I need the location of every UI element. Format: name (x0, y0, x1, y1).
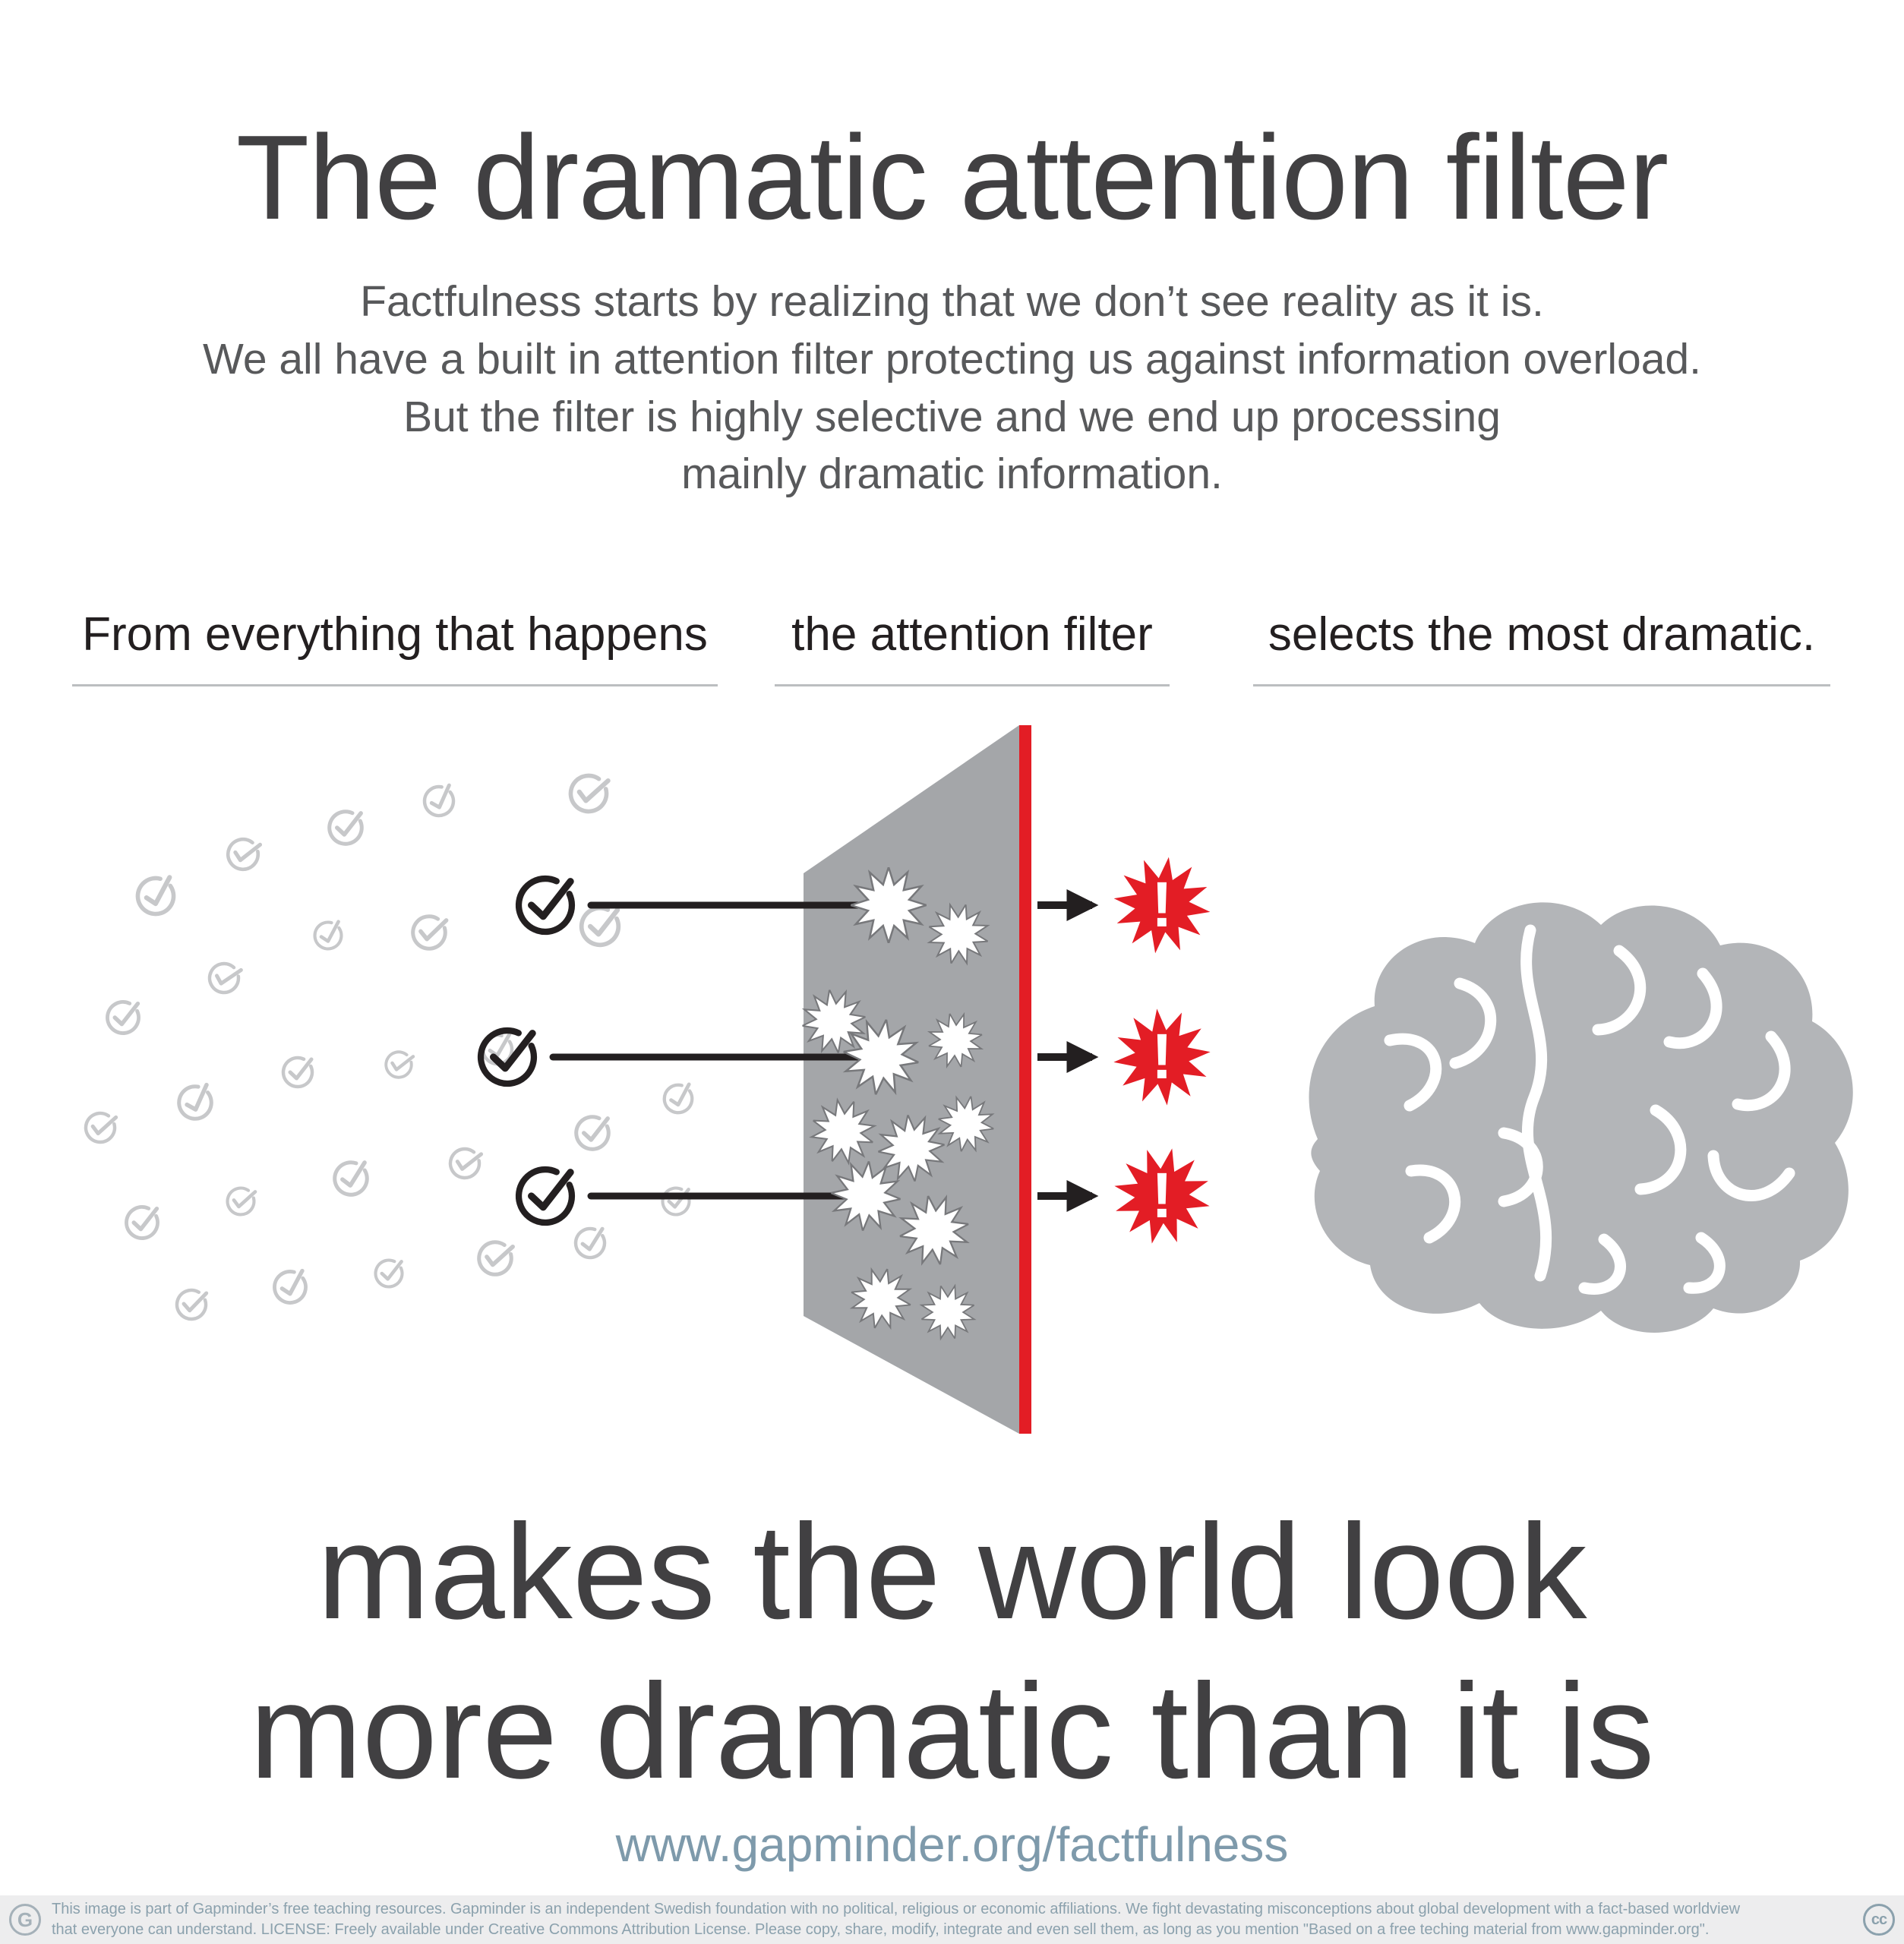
output-arrows (1037, 889, 1099, 1212)
license-text: This image is part of Gapminder’s free t… (52, 1899, 1852, 1940)
check-icon (519, 1169, 572, 1223)
check-icon (411, 914, 447, 951)
check-icon (574, 1227, 606, 1259)
label-everything-that-happens: From everything that happens (72, 608, 718, 686)
website-url[interactable]: www.gapminder.org/factfulness (615, 1817, 1289, 1872)
check-icon (107, 1002, 138, 1033)
label-selects-dramatic: selects the most dramatic. (1253, 608, 1830, 686)
intro-line: mainly dramatic information. (681, 450, 1223, 499)
check-icon (568, 773, 610, 815)
check-icon (84, 1111, 117, 1144)
check-icon (422, 784, 456, 819)
check-icon (519, 879, 572, 932)
license-line-1: This image is part of Gapminder’s free t… (52, 1901, 1741, 1917)
gapminder-logo-letter: G (17, 1908, 33, 1931)
license-line-2: that everyone can understand. LICENSE: F… (52, 1921, 1710, 1938)
check-icon (663, 1188, 690, 1215)
intro-line: We all have a built in attention filter … (203, 334, 1701, 383)
check-icon (333, 1161, 369, 1197)
check-icon (576, 1117, 609, 1150)
brain-body (1309, 902, 1853, 1333)
check-icon (447, 1146, 482, 1181)
check-icon (582, 908, 619, 945)
exclamation-text: ! (1151, 869, 1173, 940)
gapminder-logo-icon: G (9, 1904, 41, 1936)
page-title: The dramatic attention filter (235, 110, 1669, 245)
brain-icon (1309, 902, 1853, 1333)
check-icon (272, 1269, 308, 1305)
check-icon (225, 836, 261, 873)
conclusion-line-2: more dramatic than it is (249, 1655, 1655, 1807)
label-attention-filter: the attention filter (775, 608, 1170, 686)
check-icon (476, 1239, 513, 1277)
intro-line: Factfulness starts by realizing that we … (360, 277, 1544, 326)
intro-paragraph: Factfulness starts by realizing that we … (0, 273, 1904, 503)
check-icon (384, 1049, 415, 1081)
dramatic-alerts: ! ! ! (1104, 850, 1220, 1254)
intro-line: But the filter is highly selective and w… (403, 392, 1501, 441)
conclusion-text: makes the world look more dramatic than … (0, 1492, 1904, 1811)
filter-panel (804, 725, 1031, 1434)
facts-cluster (84, 773, 694, 1321)
check-icon (206, 960, 242, 996)
cc-license-icon: cc (1863, 1904, 1895, 1936)
check-icon (226, 1186, 256, 1217)
brain-folds (1384, 924, 1795, 1295)
check-icon (175, 1083, 215, 1122)
conclusion-line-1: makes the world look (317, 1496, 1587, 1647)
exclamation-text: ! (1151, 1160, 1173, 1231)
selected-facts (481, 879, 572, 1223)
check-icon (662, 1083, 694, 1115)
check-icon (135, 876, 177, 917)
check-icon (175, 1289, 207, 1321)
check-icon (283, 1058, 312, 1087)
attention-filter-diagram: ! ! ! (0, 725, 1853, 1434)
fact-lines (549, 901, 892, 1200)
footer-bar: G This image is part of Gapminder’s free… (0, 1895, 1904, 1944)
check-icon (313, 920, 343, 951)
filter-red-edge (1019, 725, 1031, 1434)
cc-logo-text: cc (1871, 1911, 1887, 1928)
check-icon (126, 1207, 157, 1238)
check-icon (376, 1261, 403, 1287)
exclamation-text: ! (1151, 1021, 1173, 1092)
check-icon (330, 812, 362, 844)
